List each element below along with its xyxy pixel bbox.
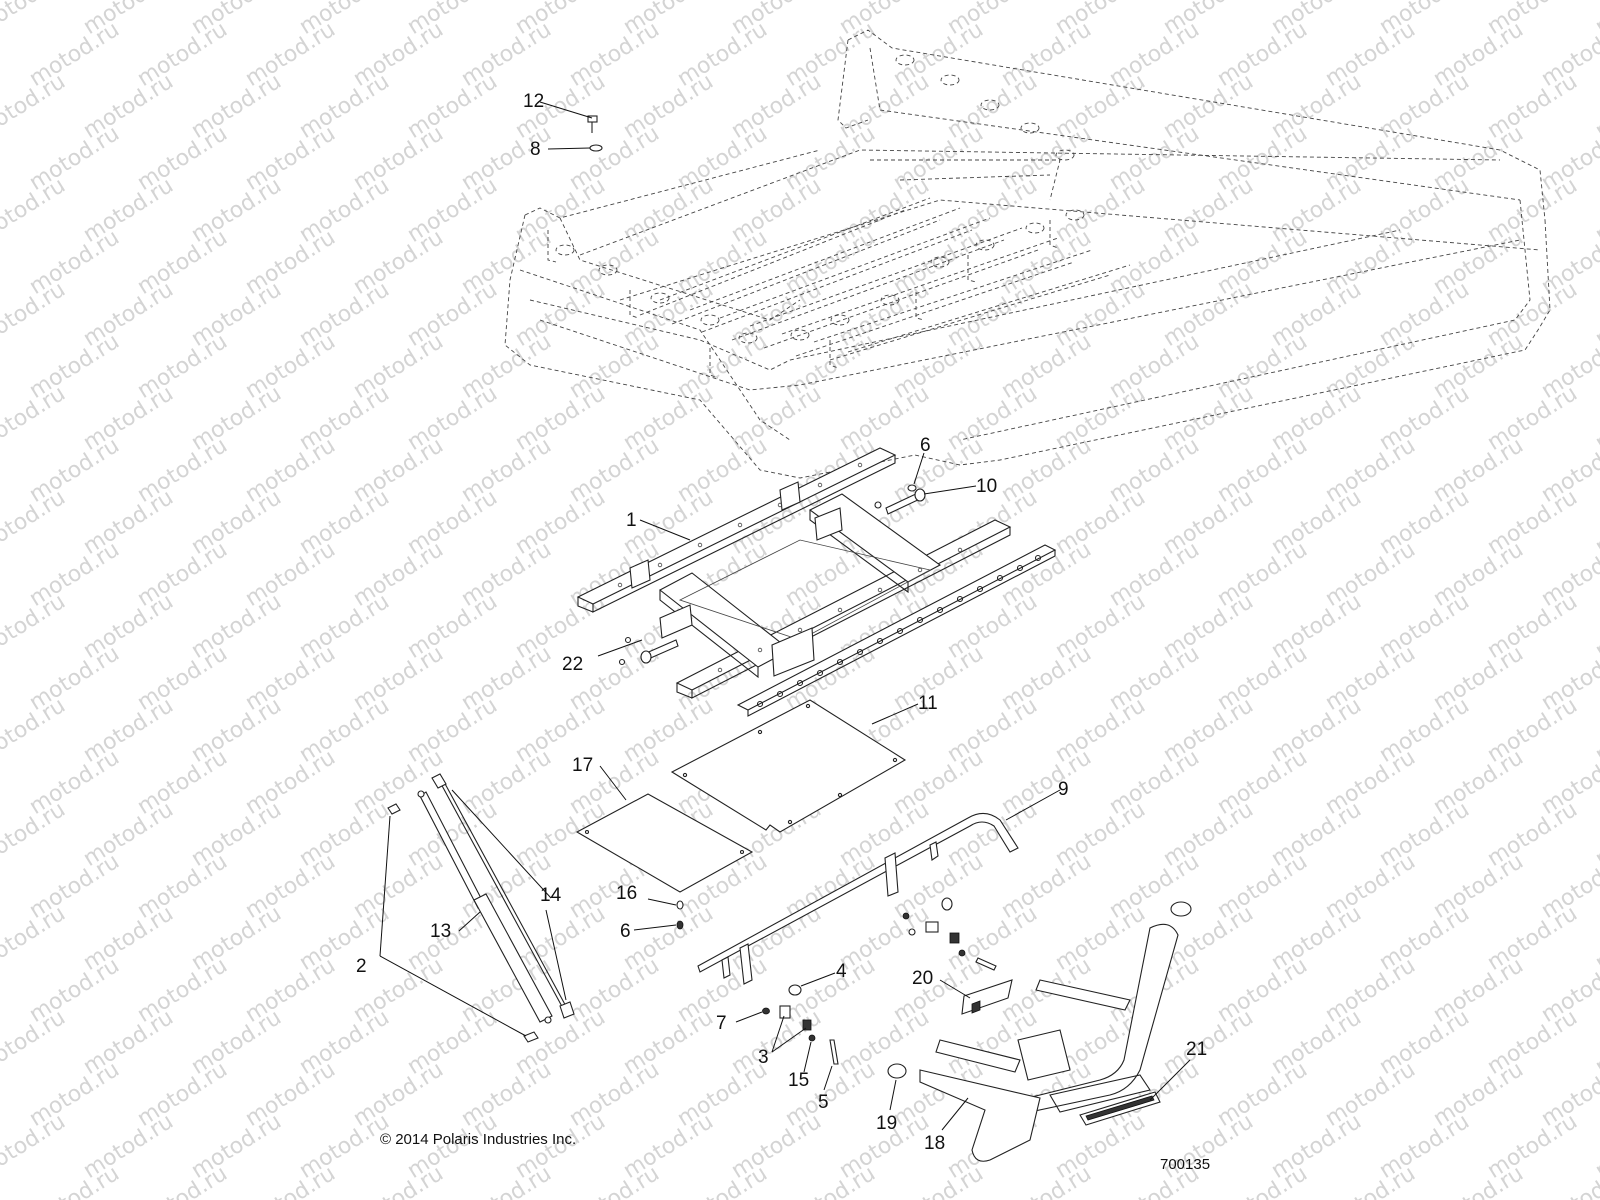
callout-13: 13: [430, 921, 452, 942]
cap-18-top: [1170, 901, 1192, 917]
reflector-21: [1079, 1091, 1161, 1126]
callout-1: 1: [626, 510, 637, 531]
bumper-16: [676, 900, 684, 910]
callout-20: 20: [912, 968, 934, 989]
callout-17: 17: [572, 755, 594, 776]
bolt-22: [618, 636, 679, 666]
callout-12: 12: [523, 91, 545, 112]
hinge-hardware: [902, 897, 997, 971]
rear-bumper-18: [919, 923, 1179, 1162]
cargo-subframe: [576, 447, 1057, 717]
callout-3: 3: [758, 1047, 769, 1068]
callout-16: 16: [616, 883, 638, 904]
callout-18: 18: [924, 1133, 946, 1154]
callout-10: 10: [976, 476, 998, 497]
callout-19: 19: [876, 1113, 898, 1134]
panel-17: [575, 793, 754, 893]
callout-11: 11: [918, 693, 938, 714]
pin-10: [874, 488, 926, 515]
bolt-12: [587, 115, 598, 133]
document-number: 700135: [1160, 1156, 1211, 1173]
callout-22: 22: [562, 654, 584, 675]
callout-15: 15: [788, 1070, 810, 1091]
washer-8: [589, 144, 603, 152]
pins-2: [387, 803, 539, 1043]
latch-3: [779, 1005, 812, 1031]
callout-14: 14: [540, 885, 562, 906]
callout-6-lower: 6: [620, 921, 631, 942]
gas-strut-13: [417, 790, 553, 1024]
callout-4: 4: [836, 961, 847, 982]
nut-7: [762, 1007, 770, 1015]
tube-9: [697, 812, 1019, 985]
floor-panel-11: [670, 699, 907, 833]
leader-lines: [379, 101, 1191, 1131]
latch-4: [788, 984, 802, 996]
callout-6-upper: 6: [920, 435, 931, 456]
cable-14: [431, 773, 575, 1019]
callout-2: 2: [356, 956, 367, 977]
cargo-box: [504, 29, 1551, 479]
washer-15: [808, 1034, 816, 1042]
callout-9: 9: [1058, 779, 1069, 800]
cap-19: [887, 1063, 907, 1079]
callout-21: 21: [1186, 1039, 1208, 1060]
callout-7: 7: [716, 1013, 727, 1034]
callout-8: 8: [530, 139, 541, 160]
bolt-5: [829, 1039, 839, 1065]
copyright-notice: © 2014 Polaris Industries Inc.: [380, 1131, 577, 1148]
nut-6-upper: [907, 484, 917, 492]
nut-6-lower: [676, 920, 684, 930]
bracket-20: [961, 979, 1013, 1015]
callout-5: 5: [818, 1092, 829, 1113]
